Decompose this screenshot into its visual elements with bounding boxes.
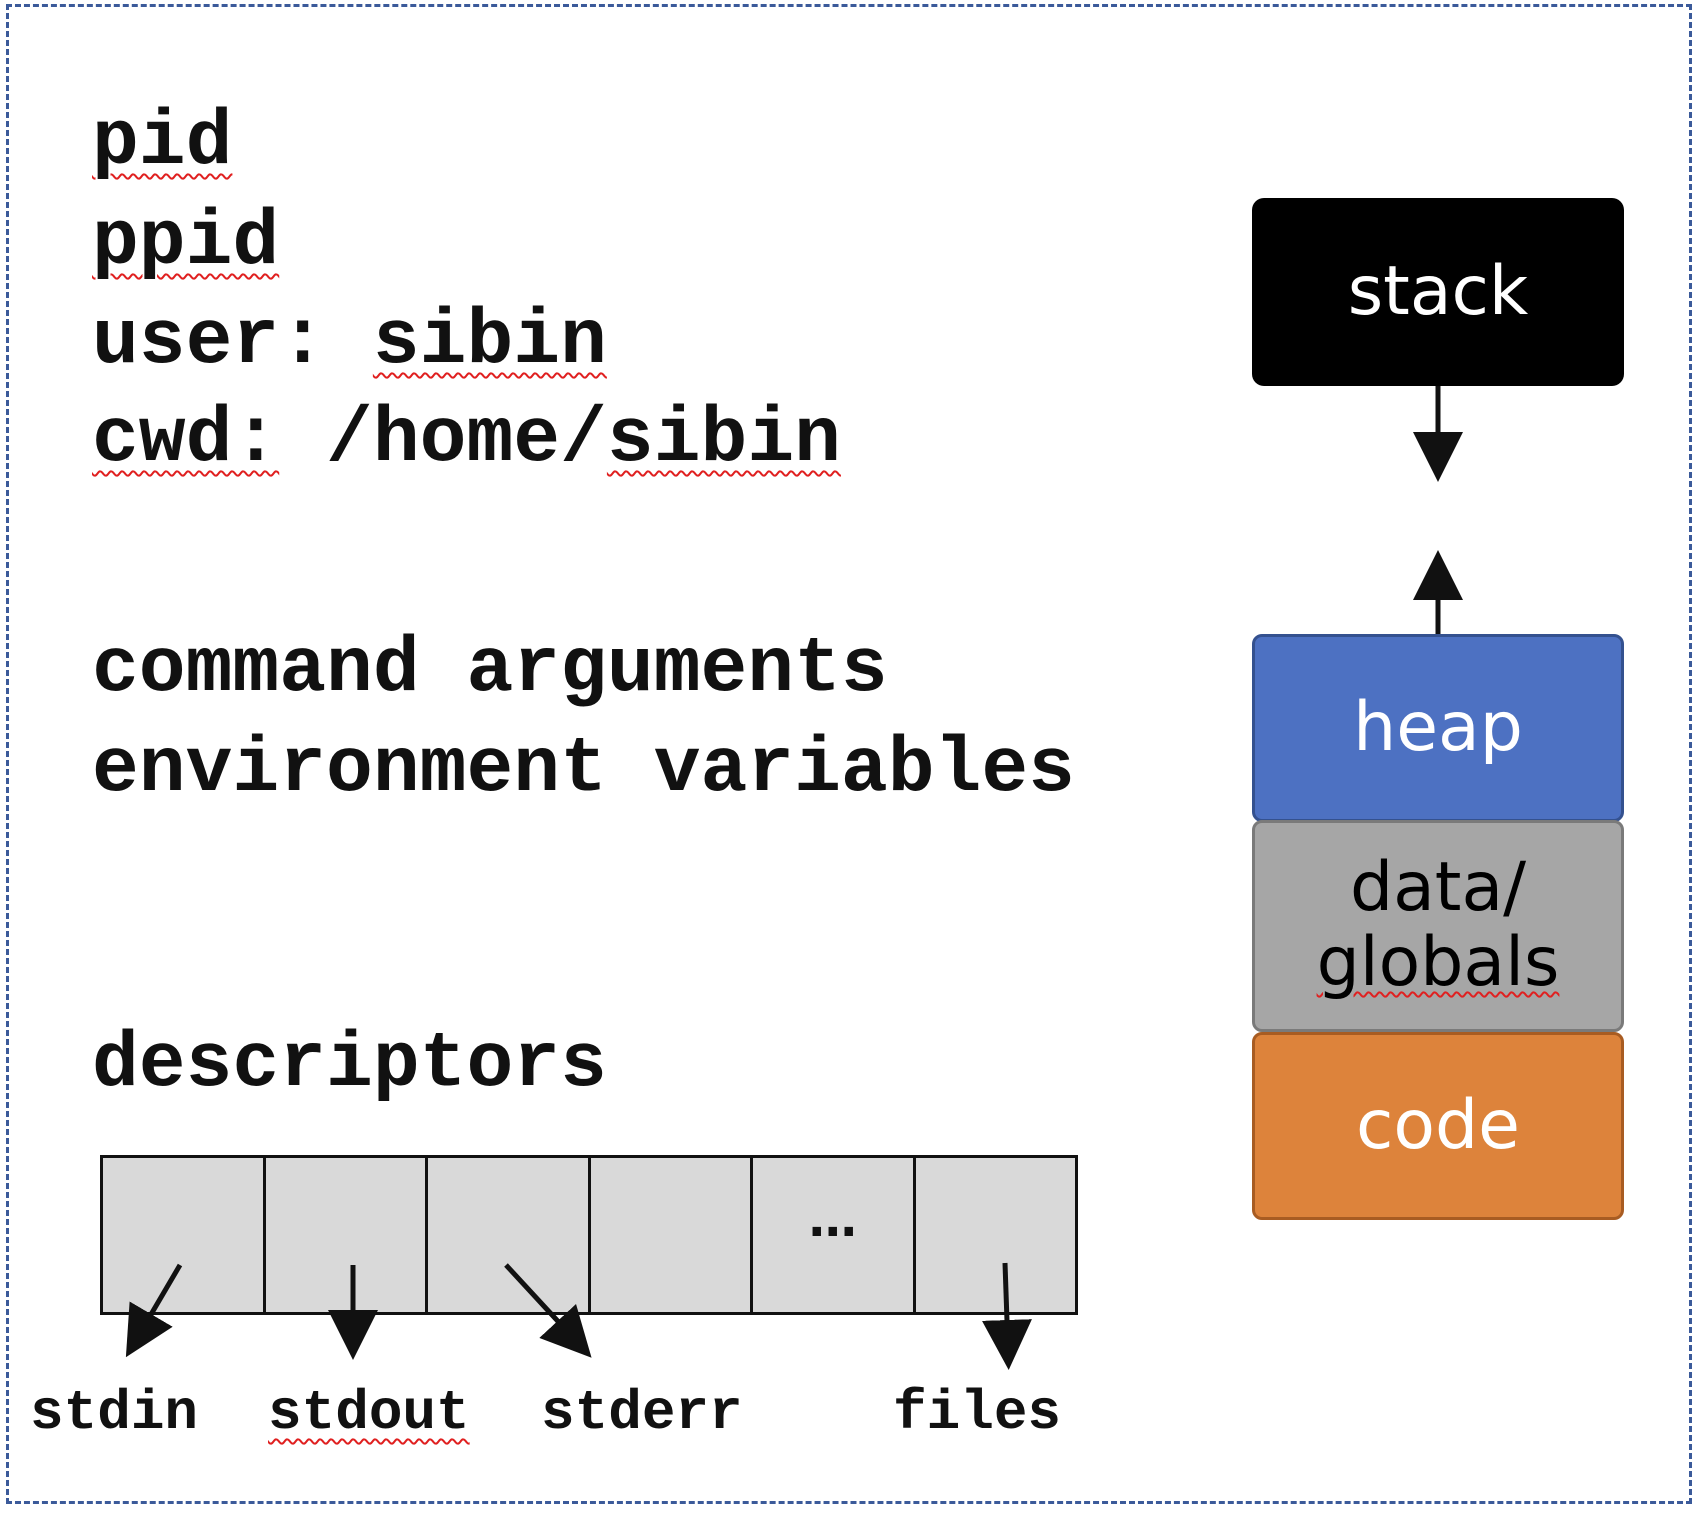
code-segment: code: [1252, 1032, 1624, 1220]
stack-segment: stack: [1252, 198, 1624, 386]
user-line: user: sibin: [92, 303, 607, 381]
data-label: data/: [1349, 848, 1527, 928]
descriptor-cell-2: [428, 1158, 591, 1312]
user-value: sibin: [372, 298, 607, 386]
descriptor-table: …: [100, 1155, 1078, 1315]
cwd-value-prefix: /home/: [326, 396, 607, 484]
heap-segment: heap: [1252, 634, 1624, 822]
cwd-value-name: sibin: [606, 396, 841, 484]
user-label: user:: [92, 298, 327, 386]
descriptor-cell-5: [915, 1158, 1075, 1312]
cwd-label: cwd:: [92, 396, 280, 484]
diagram-frame: [6, 4, 1692, 1504]
descriptor-cell-0: [103, 1158, 266, 1312]
data-globals-segment: data/ globals: [1252, 820, 1624, 1032]
pid-label: pid: [92, 99, 233, 187]
descriptors-title: descriptors: [92, 1021, 607, 1109]
heap-label: heap: [1353, 687, 1523, 767]
globals-label: globals: [1316, 923, 1560, 1002]
files-arrow: [981, 1262, 1032, 1370]
descriptor-cell-3: [590, 1158, 753, 1312]
descriptor-cell-1: [265, 1158, 428, 1312]
environment-variables-label: environment variables: [92, 726, 1075, 814]
data-globals-label: data/ globals: [1316, 848, 1560, 1002]
ellipsis-label: …: [808, 1192, 857, 1248]
stack-label: stack: [1347, 251, 1529, 331]
stderr-arrow: [504, 1263, 592, 1358]
descriptor-cell-ellipsis: …: [753, 1158, 916, 1312]
code-label: code: [1356, 1085, 1520, 1165]
stderr-label: stderr: [541, 1381, 743, 1445]
stdin-arrow: [125, 1263, 183, 1358]
files-label: files: [893, 1381, 1062, 1445]
command-arguments-label: command arguments: [92, 626, 888, 714]
cwd-line: cwd: /home/sibin: [92, 401, 841, 479]
stdout-label: stdout: [268, 1381, 470, 1445]
ppid-label: ppid: [92, 199, 280, 287]
stdin-label: stdin: [30, 1381, 199, 1445]
